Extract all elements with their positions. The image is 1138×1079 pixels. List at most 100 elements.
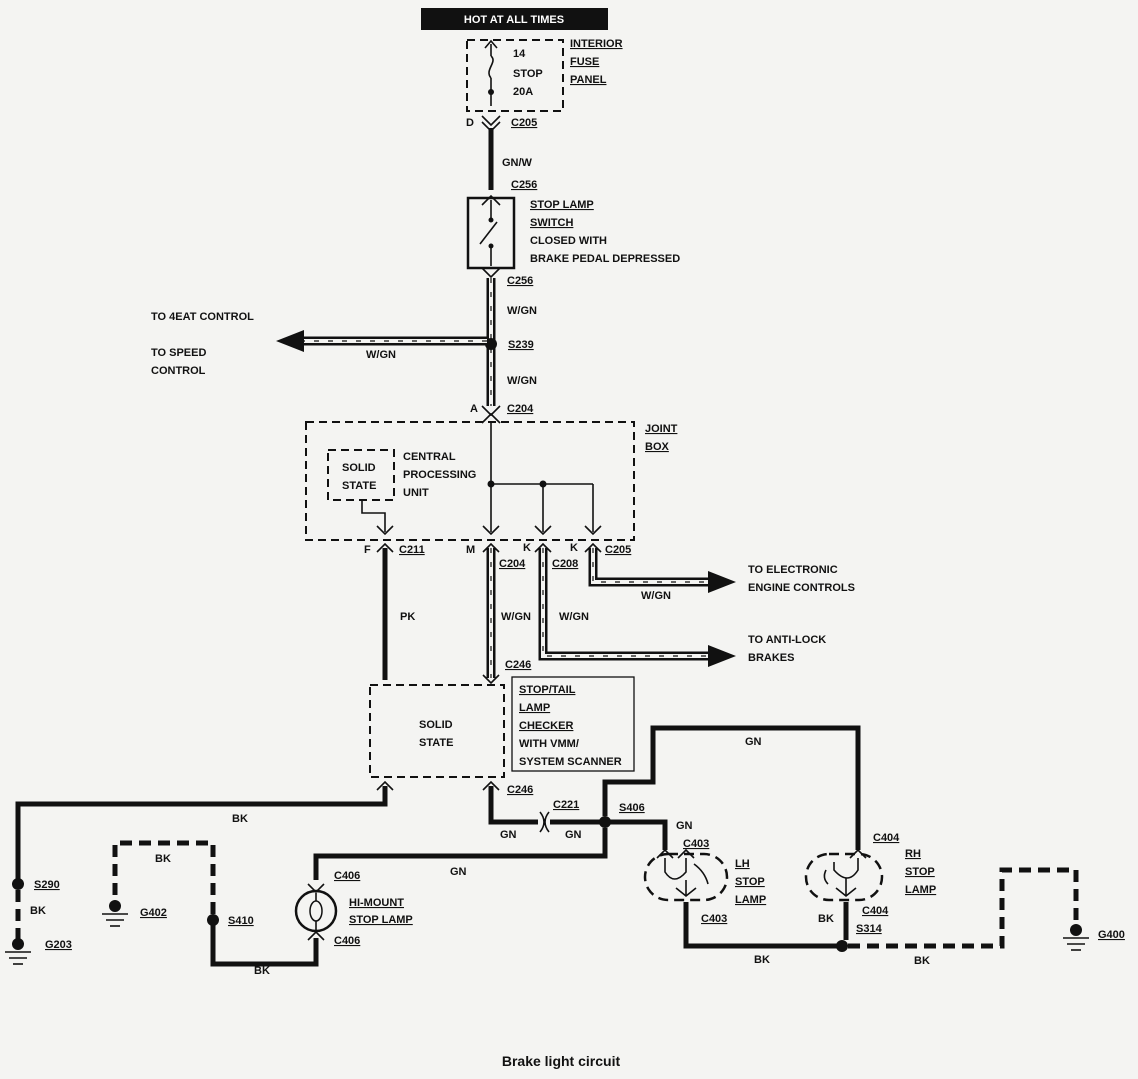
ground-g402-icon — [102, 900, 128, 927]
arrow-to-eec — [708, 571, 736, 593]
ground-g402: G402 — [140, 907, 167, 919]
solid-state-box-cpu — [327, 449, 395, 501]
splice-s239-dot — [485, 338, 497, 350]
checker-label-3: CHECKER — [519, 720, 573, 732]
connector-c205-top: C205 — [511, 117, 537, 129]
cpu-solid-state-1: SOLID — [342, 462, 376, 474]
connector-c204-bottom: C204 — [499, 558, 526, 570]
hi-mount-lamp-icon — [294, 889, 338, 933]
lh-stop-lamp-box — [643, 852, 729, 902]
splice-s410: S410 — [228, 915, 254, 927]
wire-wgn-label-3: W/GN — [501, 611, 531, 623]
switch-label-1: STOP LAMP — [530, 199, 594, 211]
wire-gnw-label: GN/W — [502, 157, 533, 169]
arrow-to-4eat — [276, 330, 304, 352]
wire-gn-lh — [605, 819, 668, 850]
checker-solid-state-2: STATE — [419, 737, 453, 749]
checker-label-2: LAMP — [519, 702, 550, 714]
title-banner: HOT AT ALL TIMES — [464, 14, 564, 26]
switch-contact-icon — [479, 194, 501, 266]
lh-lamp-bulb-icon — [656, 848, 709, 898]
wire-bk-label-1: BK — [232, 813, 248, 825]
checker-label-4: WITH VMM/ — [519, 738, 579, 750]
connector-c256-bottom: C256 — [507, 275, 533, 287]
lh-lamp-label-1: LH — [735, 858, 750, 870]
pin-m-label: M — [466, 544, 475, 556]
cpu-label-1: CENTRAL — [403, 451, 456, 463]
pin-d-label: D — [466, 117, 474, 129]
ground-g203: G203 — [45, 939, 72, 951]
splice-s406: S406 — [619, 802, 645, 814]
wire-wgn-label-2: W/GN — [507, 375, 537, 387]
wire-bk-lh — [683, 902, 842, 949]
wire-wgn-label-5: W/GN — [641, 590, 671, 602]
dest-abs-2: BRAKES — [748, 652, 794, 664]
ground-g400: G400 — [1098, 929, 1125, 941]
ground-g400-icon — [1063, 924, 1089, 951]
dest-speed-2: CONTROL — [151, 365, 206, 377]
dest-4eat: TO 4EAT CONTROL — [151, 311, 254, 323]
fuse-icon — [484, 39, 498, 106]
wire-gn-label-1: GN — [500, 829, 517, 841]
fuse-panel-label-2: FUSE — [570, 56, 599, 68]
wire-bk-label-7: BK — [914, 955, 930, 967]
diagram-caption: Brake light circuit — [502, 1053, 621, 1069]
checker-label-1: STOP/TAIL — [519, 684, 576, 696]
wire-gn-himount — [313, 828, 608, 880]
splice-s239: S239 — [508, 339, 534, 351]
joint-box — [305, 421, 635, 541]
rh-lamp-bulb-icon — [823, 848, 867, 898]
lamp-checker-solid-state-box — [369, 684, 505, 778]
rh-stop-lamp-box — [804, 852, 884, 902]
wire-bk-left — [15, 786, 388, 884]
dest-eec-2: ENGINE CONTROLS — [748, 582, 855, 594]
fuse-panel-box — [466, 39, 564, 112]
wire-wgn-label-1: W/GN — [507, 305, 537, 317]
hi-mount-label-2: STOP LAMP — [349, 914, 413, 926]
dest-abs-1: TO ANTI-LOCK — [748, 634, 826, 646]
switch-label-4: BRAKE PEDAL DEPRESSED — [530, 253, 680, 265]
connector-c221: C221 — [553, 799, 579, 811]
splice-s290-dot — [12, 878, 24, 890]
wire-gn-label-3: GN — [745, 736, 762, 748]
dest-eec-1: TO ELECTRONIC — [748, 564, 838, 576]
wire-gn-checker — [488, 786, 538, 825]
stop-lamp-switch-box — [466, 196, 516, 270]
connector-c403-top: C403 — [683, 838, 709, 850]
pin-f-label: F — [364, 544, 371, 556]
dest-speed-1: TO SPEED — [151, 347, 206, 359]
fuse-panel-label-1: INTERIOR — [570, 38, 623, 50]
wire-wgn-branch-label: W/GN — [366, 349, 396, 361]
wire-bk-label-6: BK — [818, 913, 834, 925]
cpu-solid-state-2: STATE — [342, 480, 376, 492]
wire-wgn-label-4: W/GN — [559, 611, 589, 623]
connector-c404-bottom: C404 — [862, 905, 889, 917]
connector-c256-top: C256 — [511, 179, 537, 191]
connector-c404-top: C404 — [873, 832, 900, 844]
cpu-label-3: UNIT — [403, 487, 429, 499]
fuse-panel-label-3: PANEL — [570, 74, 607, 86]
pin-a-label: A — [470, 403, 478, 415]
wire-gn-label-4: GN — [676, 820, 693, 832]
connector-c406-bottom: C406 — [334, 935, 360, 947]
switch-label-2: SWITCH — [530, 217, 573, 229]
joint-box-label-1: JOINT — [645, 423, 678, 435]
ground-g203-icon — [5, 938, 31, 965]
connector-c246-top: C246 — [505, 659, 531, 671]
wire-pk-label: PK — [400, 611, 415, 623]
connector-c208: C208 — [552, 558, 578, 570]
wire-bk-label-3: BK — [254, 965, 270, 977]
checker-solid-state-1: SOLID — [419, 719, 453, 731]
wire-bk-himount — [210, 922, 319, 967]
connector-c406-top: C406 — [334, 870, 360, 882]
switch-label-3: CLOSED WITH — [530, 235, 607, 247]
wire-gn-rh — [602, 725, 861, 850]
connector-c403-bottom: C403 — [701, 913, 727, 925]
rh-lamp-label-2: STOP — [905, 866, 935, 878]
splice-s290: S290 — [34, 879, 60, 891]
fuse-number: 14 — [513, 48, 526, 60]
connector-c205-bottom: C205 — [605, 544, 631, 556]
pin-k-label-2: K — [570, 542, 578, 554]
lamp-checker-label-box — [511, 676, 635, 772]
